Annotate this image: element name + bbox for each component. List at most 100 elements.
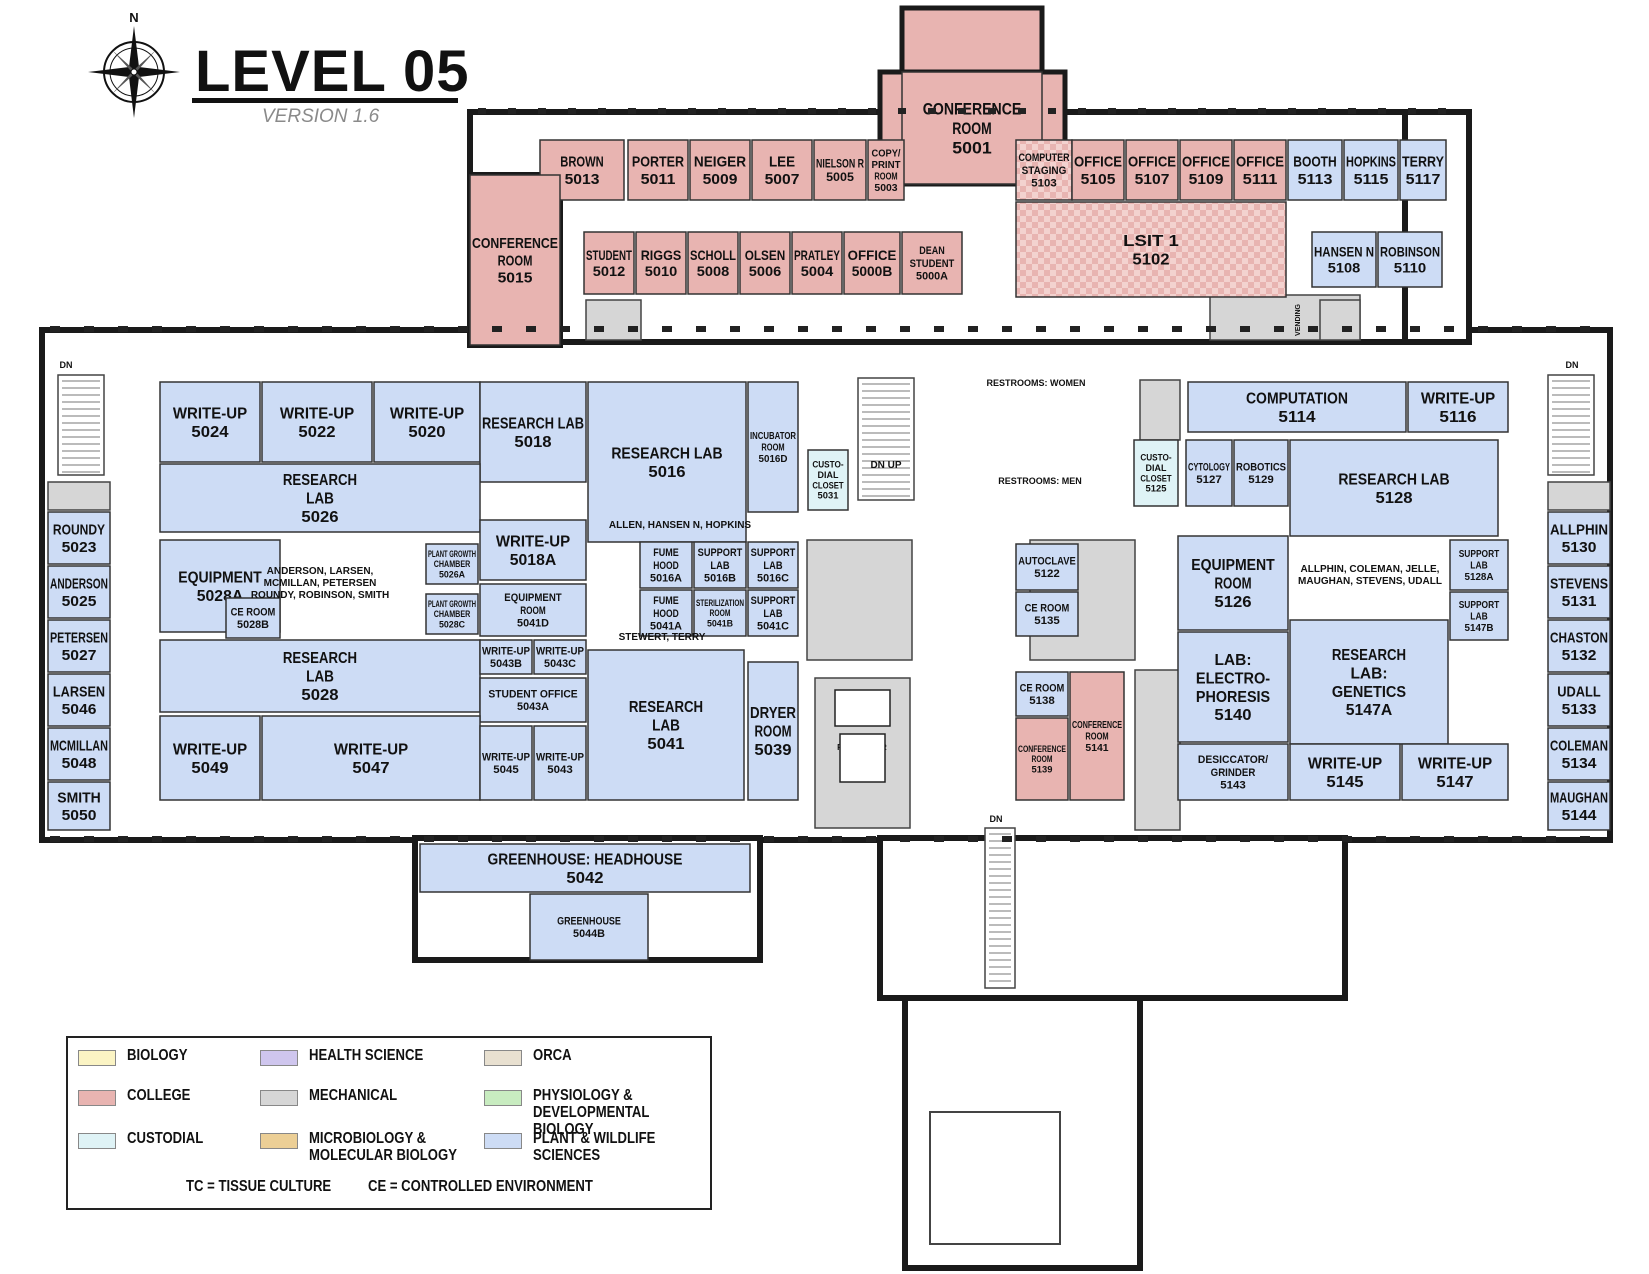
window-mark	[560, 836, 570, 842]
room-fill	[1069, 671, 1125, 801]
room-label: PORTER	[632, 154, 684, 171]
window-mark	[1342, 326, 1352, 332]
window-mark	[1104, 836, 1114, 842]
room-fill	[1015, 591, 1079, 637]
room-fill	[1289, 439, 1499, 537]
window-mark	[696, 326, 706, 332]
room-label: HOPKINS	[1346, 154, 1396, 171]
room-label: HOOD	[653, 608, 679, 620]
window-mark	[696, 836, 706, 842]
window-mark	[1478, 326, 1488, 332]
room-fill	[1547, 619, 1611, 673]
legend-swatch-plant-wildlife	[484, 1133, 522, 1149]
title-underline	[192, 98, 458, 103]
room-label: 5041B	[707, 619, 734, 629]
room-label: 5042	[566, 870, 603, 887]
room-label: 5028	[301, 687, 338, 704]
mechanical-space-1	[585, 299, 642, 341]
room-label: LAB:	[1350, 665, 1387, 682]
room-label: CONFERENCE	[1018, 744, 1066, 754]
room-label: 5015	[498, 270, 533, 287]
room-fill	[901, 231, 963, 295]
window-mark	[1378, 108, 1386, 114]
room-label: 5041C	[757, 621, 789, 633]
legend-item-biology: BIOLOGY	[78, 1047, 201, 1066]
room-label: DIAL	[818, 470, 839, 480]
room-label: LAB	[306, 491, 334, 508]
annotation-occupants-5016: ALLEN, HANSEN N, HOPKINS	[609, 520, 752, 531]
window-mark	[1048, 108, 1056, 114]
room-fill	[1547, 673, 1611, 727]
room-label: AUTOCLAVE	[1018, 556, 1075, 568]
room-fill	[479, 519, 587, 581]
window-mark	[898, 108, 906, 114]
room-fill	[583, 231, 635, 295]
room-label: 5041	[647, 736, 684, 753]
room-label: 5041D	[517, 618, 549, 630]
room-fill	[747, 589, 799, 637]
room-label: 5049	[191, 760, 228, 777]
room-fill	[1547, 781, 1611, 831]
compass-rose-icon: N	[88, 10, 180, 120]
room-fill	[469, 174, 561, 346]
room-label: 5134	[1562, 755, 1597, 772]
room-label: MCMILLAN	[50, 738, 108, 755]
room-label: PLANT GROWTH	[428, 549, 476, 559]
room-label: RIGGS	[641, 247, 682, 263]
room-fill	[1125, 139, 1179, 201]
room-label: CONFERENCE	[923, 99, 1022, 118]
room-label: 5026	[301, 509, 338, 526]
room-label: 5048	[62, 755, 97, 772]
room-label: CE ROOM	[1020, 683, 1065, 695]
window-mark	[1438, 108, 1446, 114]
room-label: 5010	[645, 263, 678, 279]
window-mark	[1342, 836, 1352, 842]
room-label: NIELSON R	[816, 156, 864, 170]
window-mark	[764, 836, 774, 842]
room-label: 5133	[1562, 701, 1597, 718]
room-fill	[1187, 381, 1407, 433]
room-label: LAB	[1470, 561, 1487, 572]
room-label: PHORESIS	[1196, 689, 1271, 706]
annotation-occupants-5026: ROUNDY, ROBINSON, SMITH	[251, 590, 389, 601]
legend-swatch-orca	[484, 1050, 522, 1066]
window-mark	[1138, 108, 1146, 114]
room-fill	[47, 619, 111, 673]
room-fill	[1449, 591, 1509, 641]
room-fill	[1015, 139, 1073, 201]
window-mark	[1258, 108, 1266, 114]
annotation-stair-dn-south: DN	[990, 814, 1003, 824]
window-mark	[928, 108, 936, 114]
room-fill	[627, 139, 689, 201]
room-fill	[813, 139, 867, 201]
room-label: CONFERENCE	[1072, 720, 1122, 731]
room-label: HANSEN N	[1314, 243, 1374, 259]
room-label: WRITE-UP	[482, 752, 530, 764]
legend-swatch-health-science	[260, 1050, 298, 1066]
window-mark	[458, 326, 468, 332]
room-fill	[1401, 743, 1509, 801]
room-label: 5020	[408, 424, 445, 441]
window-mark	[658, 108, 666, 114]
room-label: ROBOTICS	[1236, 462, 1286, 474]
window-mark	[1348, 108, 1356, 114]
window-mark	[254, 836, 264, 842]
room-fill	[47, 727, 111, 781]
room-label: PETERSEN	[50, 630, 108, 647]
room-label: RESEARCH	[283, 650, 357, 667]
window-mark	[1108, 108, 1116, 114]
room-fill	[635, 231, 687, 295]
